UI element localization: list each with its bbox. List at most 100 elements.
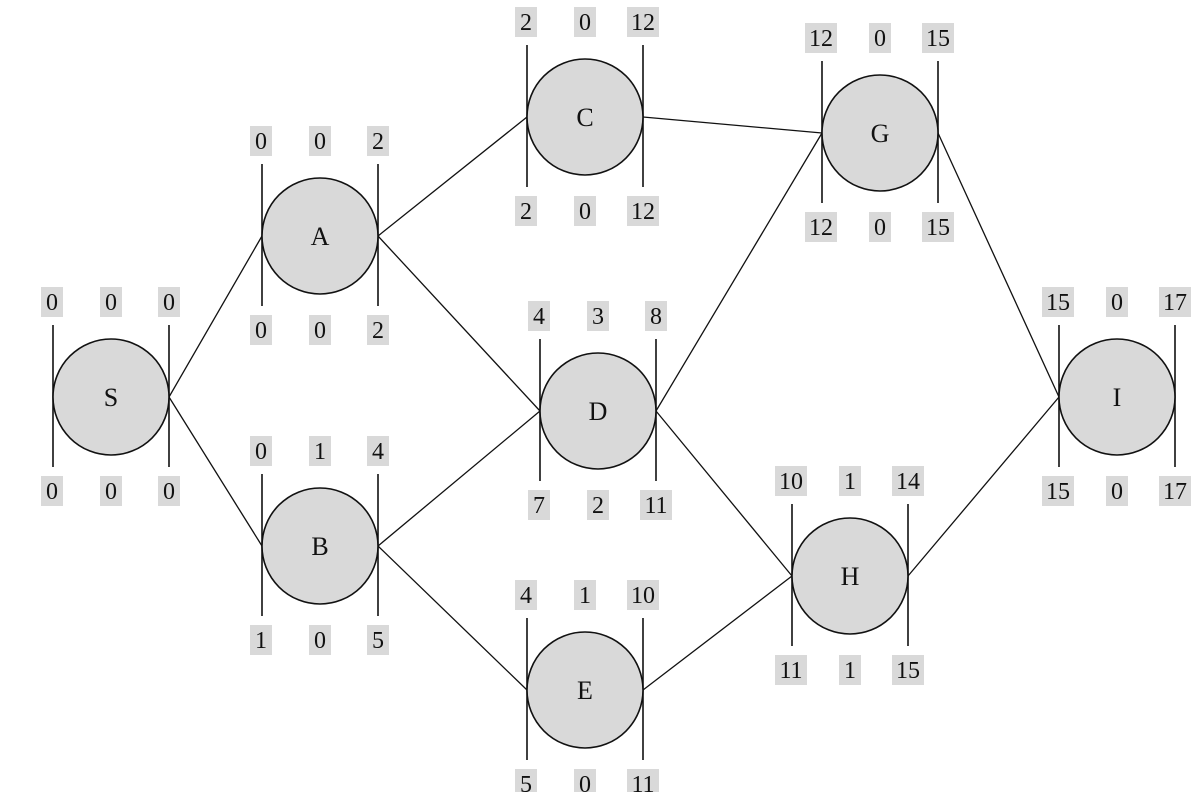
value-box-top (1042, 287, 1074, 317)
value-top: 0 (105, 290, 117, 316)
value-box-bottom (367, 315, 389, 345)
value-box-bottom (922, 212, 954, 242)
value-top: 4 (533, 304, 545, 330)
value-box-bottom (41, 476, 63, 506)
value-top: 0 (255, 129, 267, 155)
value-bottom: 0 (163, 479, 175, 505)
value-box-top (1106, 287, 1128, 317)
value-box-bottom (309, 625, 331, 655)
node-circle (1058, 338, 1176, 456)
edges-layer (168, 116, 1060, 691)
value-top: 1 (579, 583, 591, 609)
value-top: 0 (255, 439, 267, 465)
value-top: 8 (650, 304, 662, 330)
value-bottom: 1 (844, 658, 856, 684)
value-box-top (367, 436, 389, 466)
edge-b-d (377, 410, 541, 547)
value-box-bottom (100, 476, 122, 506)
value-box-top (309, 126, 331, 156)
value-bottom: 12 (631, 199, 655, 225)
value-box-top (528, 301, 550, 331)
value-bottom: 11 (644, 493, 667, 519)
value-top: 4 (372, 439, 384, 465)
node-circle (261, 487, 379, 605)
node-circle (791, 517, 909, 635)
value-bottom: 0 (314, 628, 326, 654)
value-box-top (645, 301, 667, 331)
value-box-bottom (250, 625, 272, 655)
value-bottom: 17 (1163, 479, 1187, 505)
edge-c-g (642, 116, 823, 134)
node-label: C (576, 103, 593, 132)
value-box-bottom (805, 212, 837, 242)
value-bottom: 0 (255, 318, 267, 344)
value-box-bottom (574, 196, 596, 226)
value-box-top (41, 287, 63, 317)
value-box-bottom (574, 769, 596, 792)
value-bottom: 0 (46, 479, 58, 505)
value-top: 12 (809, 26, 833, 52)
value-top: 0 (874, 26, 886, 52)
node-circle (539, 352, 657, 470)
value-bottom: 15 (896, 658, 920, 684)
value-top: 0 (579, 10, 591, 36)
value-box-top (515, 7, 537, 37)
node-label: I (1113, 383, 1122, 412)
value-box-top (922, 23, 954, 53)
value-top: 3 (592, 304, 604, 330)
value-top: 10 (631, 583, 655, 609)
node-circle (821, 74, 939, 192)
value-box-top (1159, 287, 1191, 317)
value-bottom: 1 (255, 628, 267, 654)
value-box-top (869, 23, 891, 53)
value-box-top (158, 287, 180, 317)
node-label: A (311, 222, 330, 251)
node-label: G (871, 119, 890, 148)
value-box-bottom (869, 212, 891, 242)
value-top: 4 (520, 583, 532, 609)
value-bottom: 0 (579, 199, 591, 225)
value-top: 15 (926, 26, 950, 52)
value-bottom: 7 (533, 493, 545, 519)
value-top: 10 (779, 469, 803, 495)
value-bottom: 5 (372, 628, 384, 654)
edge-d-h (655, 410, 793, 577)
value-top: 12 (631, 10, 655, 36)
edge-g-i (937, 132, 1060, 398)
value-bottom: 2 (372, 318, 384, 344)
value-box-bottom (627, 769, 659, 792)
value-bottom: 5 (520, 772, 532, 792)
value-bottom: 0 (1111, 479, 1123, 505)
node-label: H (841, 562, 860, 591)
edge-e-h (642, 575, 793, 691)
value-box-bottom (367, 625, 389, 655)
value-top: 0 (1111, 290, 1123, 316)
node-label: S (104, 383, 118, 412)
value-box-bottom (1106, 476, 1128, 506)
value-box-top (574, 580, 596, 610)
value-top: 15 (1046, 290, 1070, 316)
value-box-top (775, 466, 807, 496)
value-box-top (627, 580, 659, 610)
value-box-top (367, 126, 389, 156)
node-circle (526, 631, 644, 749)
value-top: 17 (1163, 290, 1187, 316)
node-label: D (589, 397, 608, 426)
value-box-top (839, 466, 861, 496)
value-box-top (309, 436, 331, 466)
value-top: 2 (372, 129, 384, 155)
value-bottom: 0 (105, 479, 117, 505)
value-top: 0 (314, 129, 326, 155)
value-box-bottom (1042, 476, 1074, 506)
value-bottom: 15 (926, 215, 950, 241)
edge-a-d (377, 235, 541, 412)
edge-s-b (168, 396, 263, 547)
value-top: 1 (844, 469, 856, 495)
value-box-top (892, 466, 924, 496)
edge-d-g (655, 132, 823, 412)
